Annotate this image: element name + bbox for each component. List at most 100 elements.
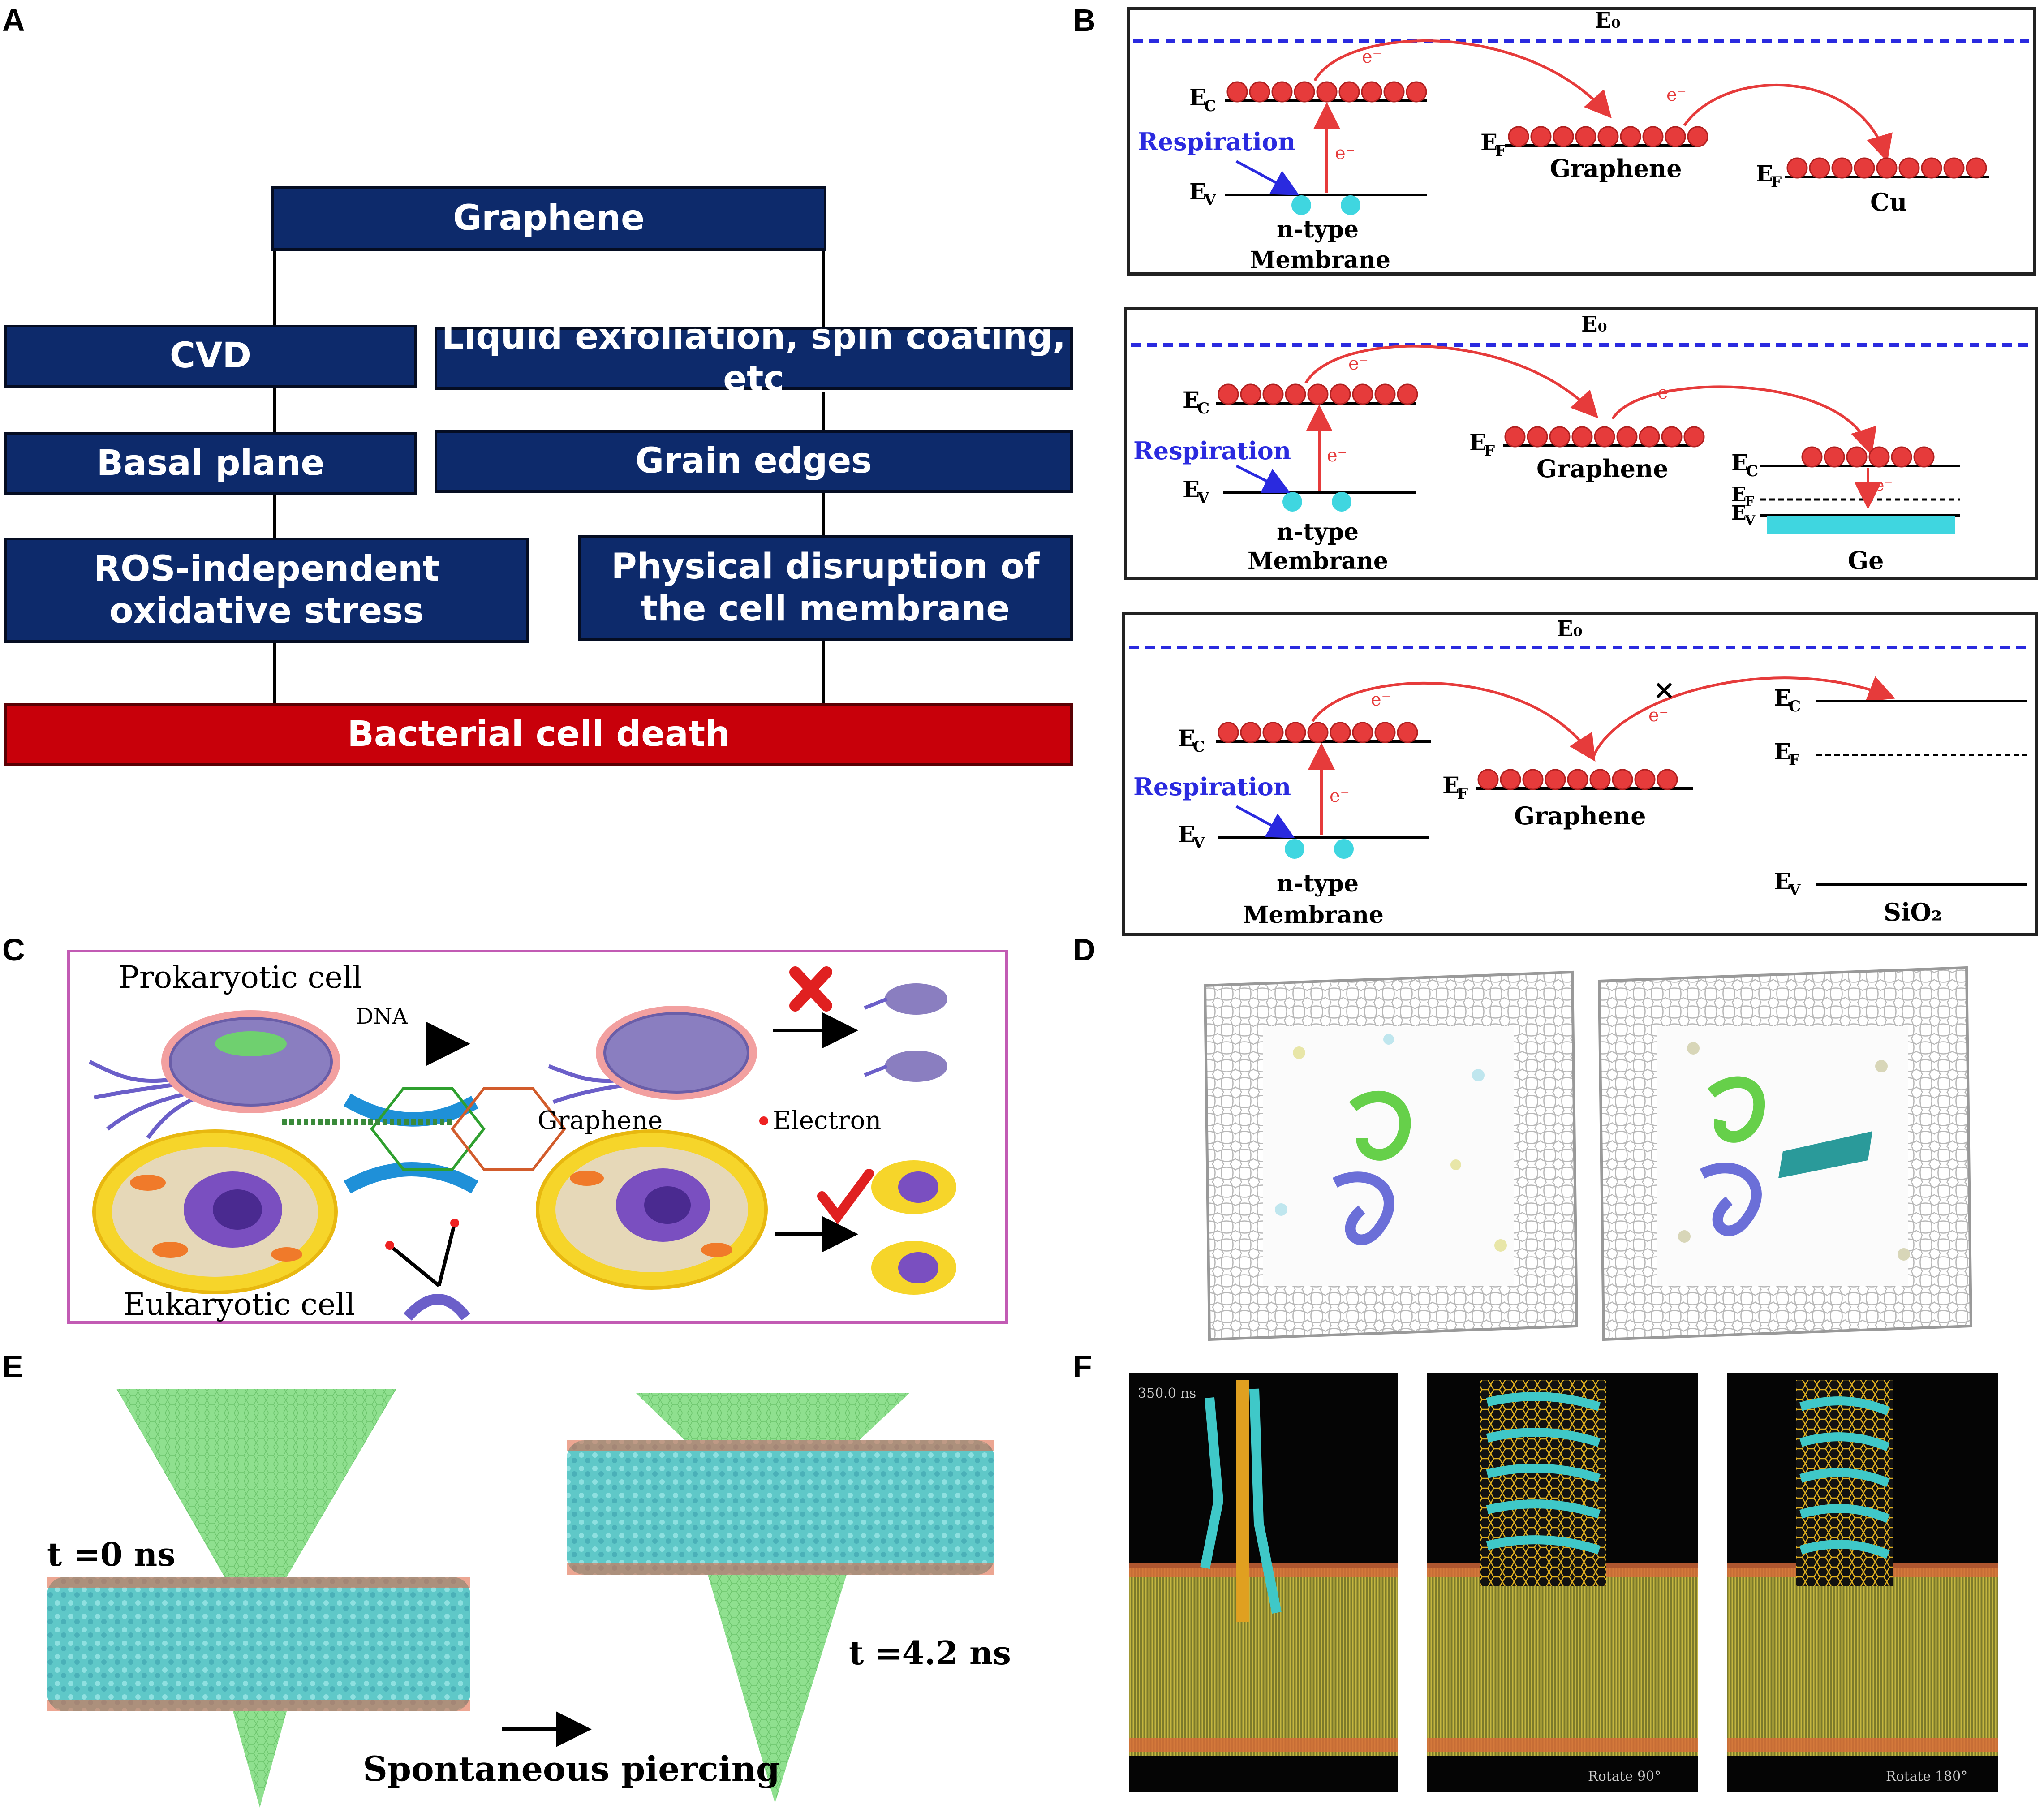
time-final-label: t =4.2 ns [849,1634,1011,1672]
svg-text:V: V [1204,191,1216,209]
snapshot-2: Rotate 90° [1427,1373,1698,1792]
svg-text:E: E [1442,772,1459,798]
electron-row [1226,81,1427,103]
svg-text:F: F [1789,751,1799,769]
svg-text:E: E [1774,685,1791,711]
eukaryotic-cell-right [536,1129,768,1290]
svg-text:Membrane: Membrane [1250,246,1390,274]
rotation-label-180: Rotate 180° [1886,1769,1967,1784]
sio2-label: SiO₂ [1884,898,1942,926]
svg-text:E₀: E₀ [1581,312,1607,337]
prokaryotic-label: Prokaryotic cell [119,960,362,995]
svg-text:E: E [1774,868,1791,895]
connector [822,641,825,703]
svg-text:F: F [1457,785,1468,803]
svg-text:e⁻: e⁻ [1335,143,1355,164]
svg-text:E: E [1183,387,1200,413]
svg-text:Membrane: Membrane [1248,547,1388,575]
svg-text:C: C [1204,97,1216,115]
ros-stress-box: ROS-independent oxidative stress [4,538,529,643]
svg-text:E: E [1731,502,1747,525]
daughter-cells [871,1160,956,1295]
panel-label-b: B [1073,3,1096,38]
svg-text:n-type: n-type [1277,216,1359,243]
svg-text:V: V [1197,489,1209,507]
prokaryotic-cell-right [548,1006,757,1104]
svg-text:Respiration: Respiration [1133,772,1291,801]
grain-edges-box: Grain edges [435,430,1073,493]
svg-text:DNA: DNA [356,1004,408,1029]
panel-label-f: F [1073,1349,1092,1384]
md-snapshots: 350.0 ns Rotate 90° Rotate 180° [1129,1373,1998,1792]
svg-text:e⁻: e⁻ [1362,47,1382,67]
svg-text:F: F [1745,494,1754,510]
svg-text:e⁻: e⁻ [1327,445,1347,466]
svg-text:Membrane: Membrane [1243,901,1384,929]
svg-text:Respiration: Respiration [1133,436,1291,465]
piercing-simulation: t =0 ns t =4.2 ns Spontaneous piercing [47,1389,1011,1808]
connector [273,643,276,703]
svg-text:e⁻: e⁻ [1657,383,1678,403]
svg-text:C: C [1789,698,1801,715]
connector [822,493,825,540]
svg-text:E: E [1731,483,1747,506]
svg-text:Graphene: Graphene [1550,154,1682,183]
svg-text:V: V [1192,834,1205,852]
svg-text:F: F [1484,442,1495,460]
respiration-label: Respiration [1138,127,1295,156]
graphene-sheet-icon [282,1087,566,1171]
svg-text:E: E [1178,821,1195,848]
vacuum-level-label: E₀ [1595,8,1621,33]
svg-text:E: E [1183,476,1200,503]
svg-text:F: F [1495,142,1506,160]
panel-label-e: E [2,1349,23,1384]
svg-text:E: E [1774,738,1791,765]
time-readout: 350.0 ns [1138,1386,1196,1401]
md-box-right [1597,966,1973,1341]
snapshot-3: Rotate 180° [1727,1373,1998,1792]
connector [273,388,276,432]
svg-text:C: C [1746,462,1758,480]
svg-text:E: E [1756,160,1773,187]
svg-text:n-type: n-type [1277,870,1359,897]
graphene-box: Graphene [271,186,826,251]
bacterial-death-box: Bacterial cell death [4,703,1073,766]
svg-text:Graphene: Graphene [1514,801,1646,830]
prokaryotic-cell-left [88,1010,340,1139]
svg-text:n-type: n-type [1277,518,1359,546]
svg-text:Graphene: Graphene [1536,454,1669,483]
blocked-transfer-mark: × [1653,674,1675,706]
svg-text:V: V [1788,881,1801,899]
time-zero-label: t =0 ns [47,1535,176,1573]
connector [273,249,276,327]
energy-diagram-ge: E₀ E C E V e⁻ Respiration n-type Membran… [1131,312,2031,575]
svg-text:E: E [1480,129,1497,155]
eukaryotic-cell-left [92,1129,338,1294]
svg-text:e⁻: e⁻ [1666,85,1687,105]
svg-text:E₀: E₀ [1557,616,1583,642]
physical-disruption-box: Physical disruption of the cell membrane [578,535,1073,641]
electron-label: Electron [773,1106,881,1135]
md-box-left [1203,970,1579,1341]
connector [273,495,276,540]
svg-text:C: C [1197,400,1209,418]
scissor-icon [385,1219,470,1321]
svg-text:C: C [1193,738,1205,756]
connector [822,249,825,327]
svg-text:e⁻: e⁻ [1875,476,1893,495]
cell-panel-frame [67,950,1008,1324]
energy-diagram-sio2: E₀ E C E V e⁻ Respiration n-type Membran… [1129,616,2031,929]
cvd-box: CVD [4,325,417,388]
svg-text:E: E [1469,429,1486,456]
panel-label-d: D [1073,932,1096,967]
svg-text:e⁻: e⁻ [1648,705,1669,726]
basal-plane-box: Basal plane [4,432,417,495]
svg-text:E: E [1189,84,1206,111]
eukaryotic-label: Eukaryotic cell [123,1287,355,1322]
svg-text:F: F [1771,173,1782,191]
panel-label-c: C [2,932,25,967]
cross-mark-icon [789,966,832,1012]
cu-label: Cu [1870,188,1907,216]
panel-label-a: A [2,3,25,38]
